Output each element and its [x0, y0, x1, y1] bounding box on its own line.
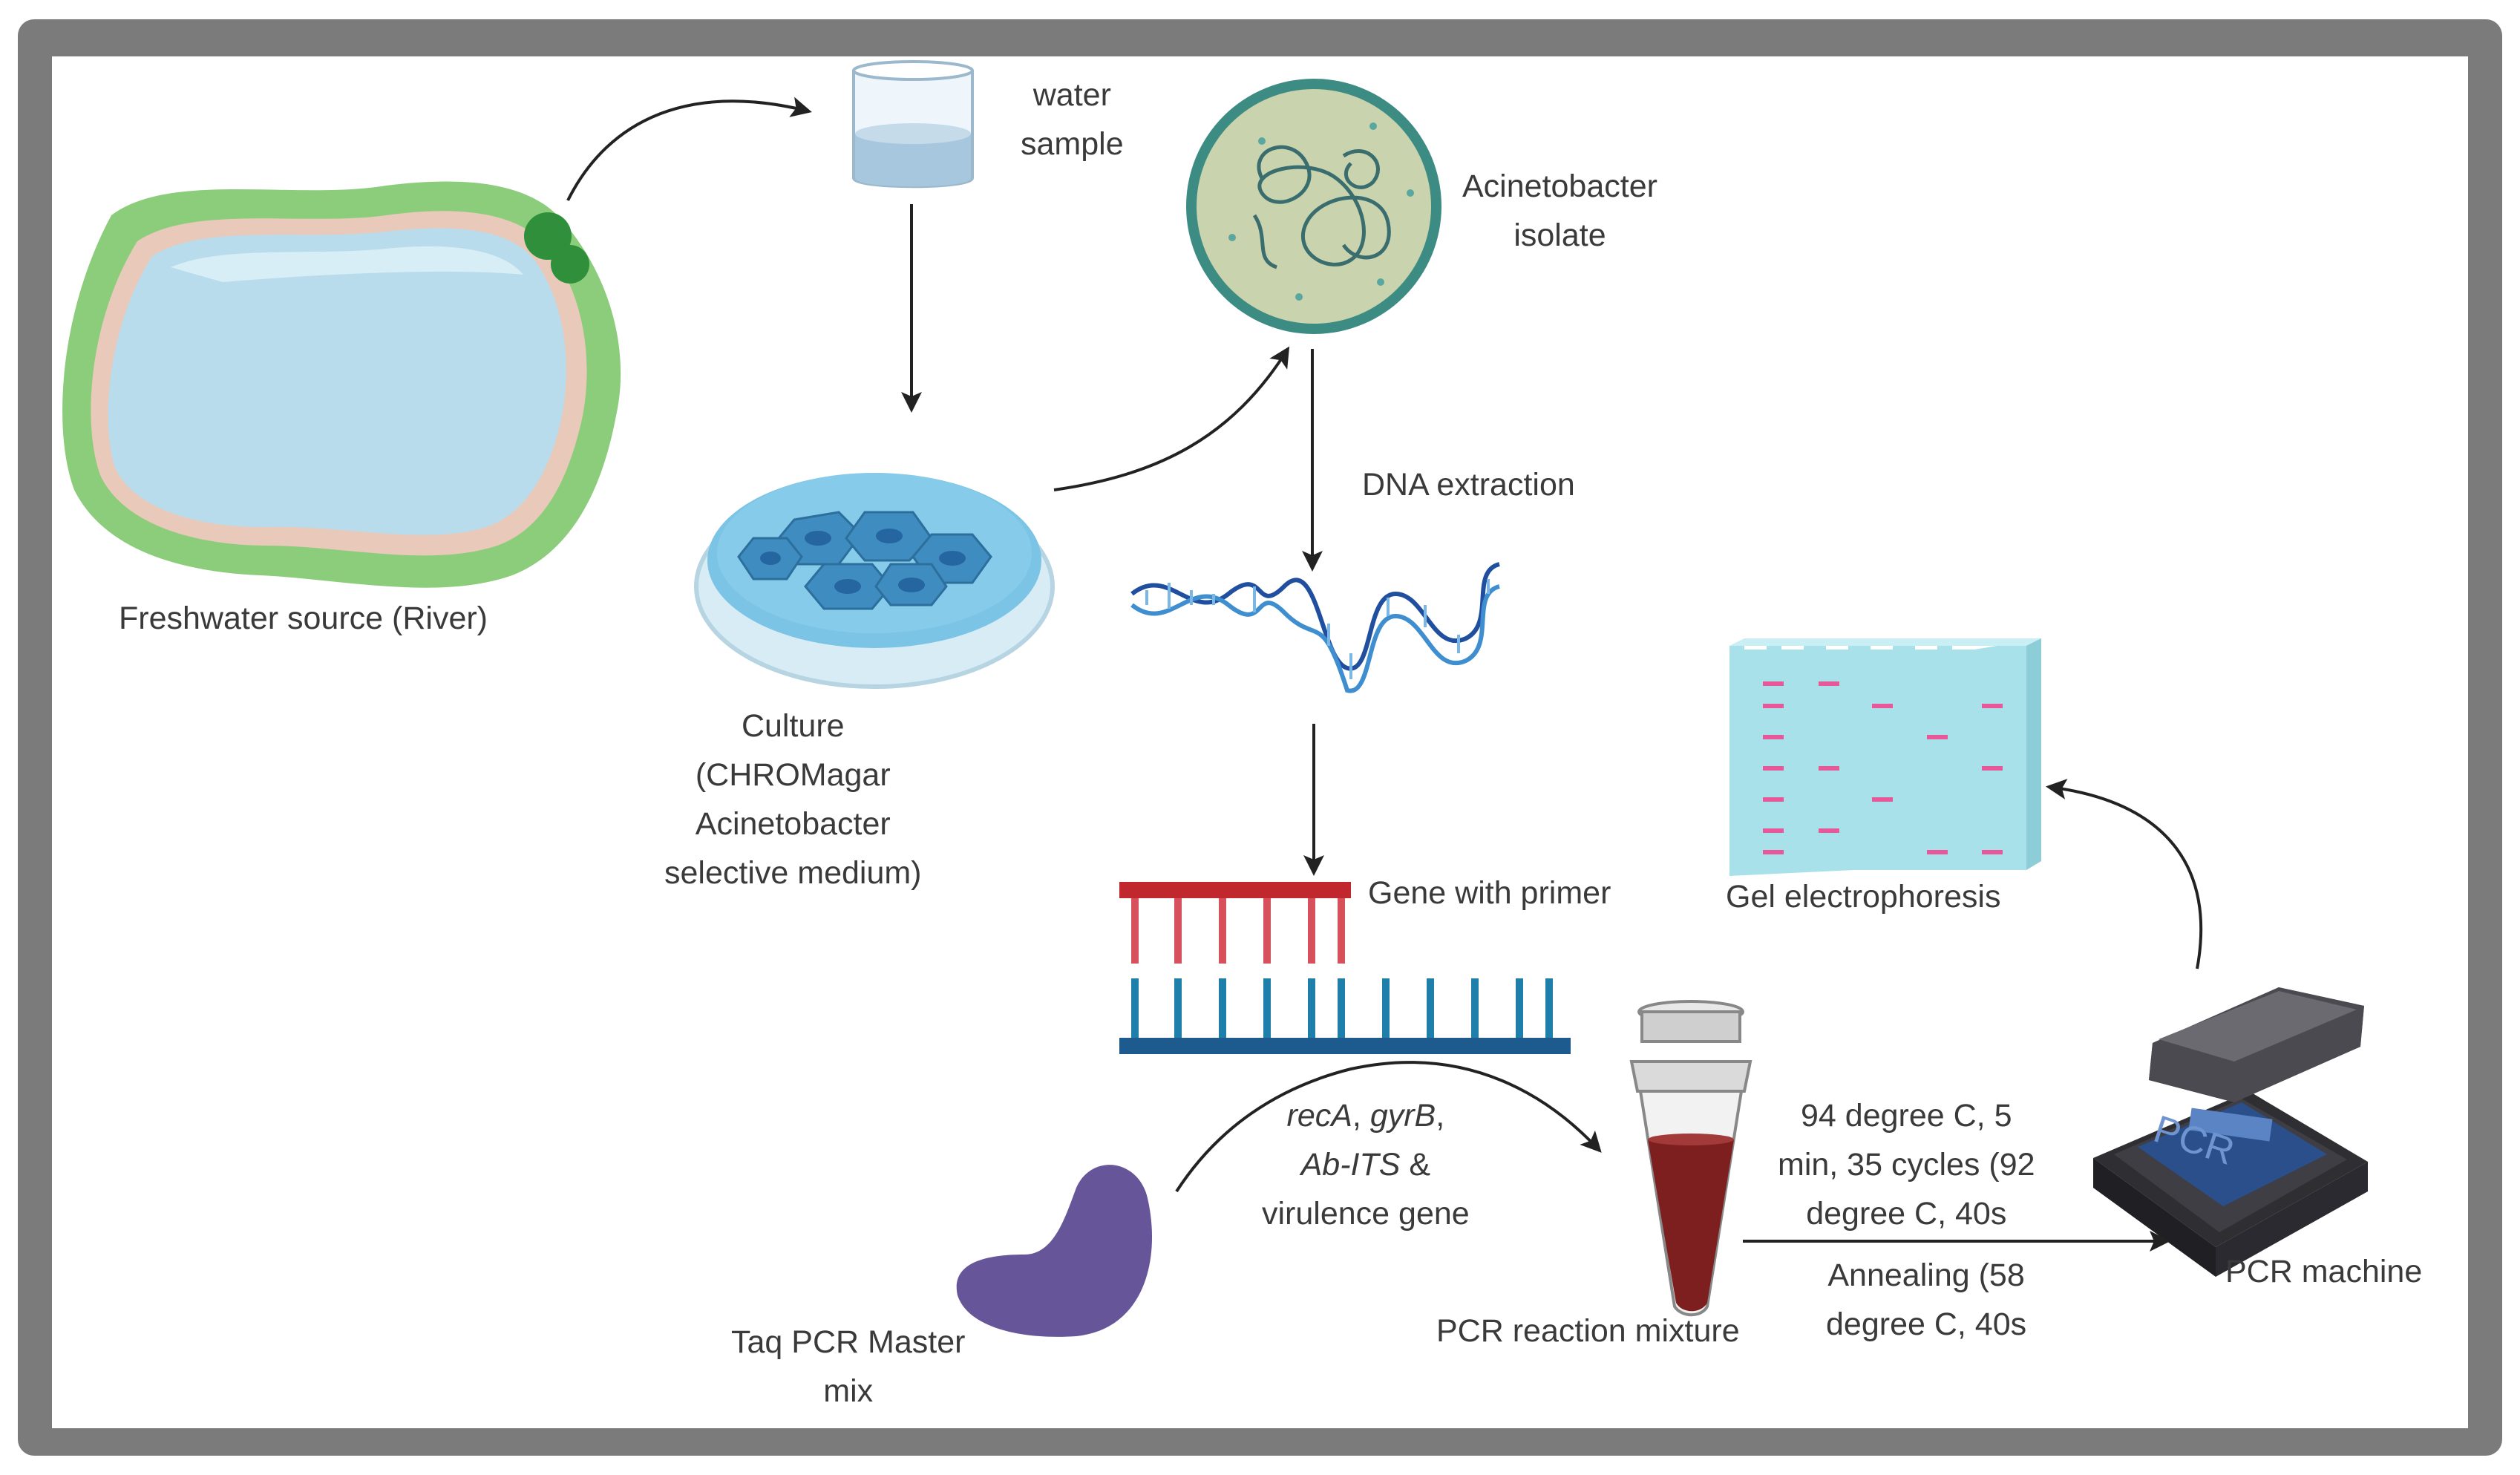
annealing-line1: Annealing (58	[1827, 1257, 2025, 1293]
water-sample-line2: sample	[1021, 126, 1124, 162]
gene-with-primer-label: Gene with primer	[1368, 875, 1611, 911]
culture-line1: Culture	[741, 708, 845, 744]
taq-line2: mix	[823, 1373, 874, 1409]
petri-dish-icon	[694, 473, 1055, 689]
culture-label: Culture (CHROMagar Acinetobacter selecti…	[664, 701, 922, 897]
gel-icon	[1729, 638, 2041, 876]
isolate-line1: Acinetobacter	[1462, 169, 1657, 204]
pcr-machine-icon: PCR	[2093, 987, 2368, 1277]
beaker-icon	[852, 60, 974, 189]
isolate-label: Acinetobacter isolate	[1462, 162, 1657, 260]
genes-label: recA, gyrB, Ab-ITS & virulence gene	[1262, 1091, 1470, 1238]
conditions-line3: degree C, 40s	[1806, 1196, 2007, 1232]
isolate-plate-icon	[1186, 79, 1441, 334]
conditions-label: 94 degree C, 5 min, 35 cycles (92 degree…	[1778, 1091, 2035, 1238]
dna-extraction-label: DNA extraction	[1362, 467, 1575, 503]
gel-electrophoresis-label: Gel electrophoresis	[1726, 879, 2001, 915]
genes-line2: Ab-ITS &	[1300, 1147, 1431, 1183]
gene-primer-icon	[1119, 882, 1571, 1054]
conditions-line1: 94 degree C, 5	[1801, 1098, 2012, 1134]
taq-line1: Taq PCR Master	[731, 1324, 966, 1360]
genes-line3: virulence gene	[1262, 1196, 1470, 1232]
annealing-line2: degree C, 40s	[1826, 1306, 2027, 1342]
isolate-line2: isolate	[1513, 218, 1606, 253]
dna-helix-icon	[1130, 562, 1501, 693]
water-sample-line1: water	[1032, 77, 1111, 113]
water-sample-label: water sample	[1021, 71, 1124, 169]
connector-arrows	[566, 97, 2203, 1252]
taq-label: Taq PCR Master mix	[731, 1318, 965, 1416]
culture-line4: selective medium)	[664, 855, 922, 891]
conditions-line2: min, 35 cycles (92	[1778, 1147, 2035, 1183]
pcr-mixture-label: PCR reaction mixture	[1436, 1313, 1740, 1349]
annealing-label: Annealing (58 degree C, 40s	[1826, 1251, 2026, 1349]
freshwater-label: Freshwater source (River)	[119, 601, 488, 636]
culture-line2: (CHROMagar	[695, 757, 891, 793]
culture-line3: Acinetobacter	[695, 806, 891, 842]
genes-line1: recA, gyrB,	[1286, 1098, 1445, 1134]
river-icon	[62, 181, 621, 588]
taq-mix-icon	[956, 1165, 1153, 1337]
pcr-tube-icon	[1629, 1000, 1752, 1317]
pcr-machine-label: PCR machine	[2225, 1254, 2423, 1289]
